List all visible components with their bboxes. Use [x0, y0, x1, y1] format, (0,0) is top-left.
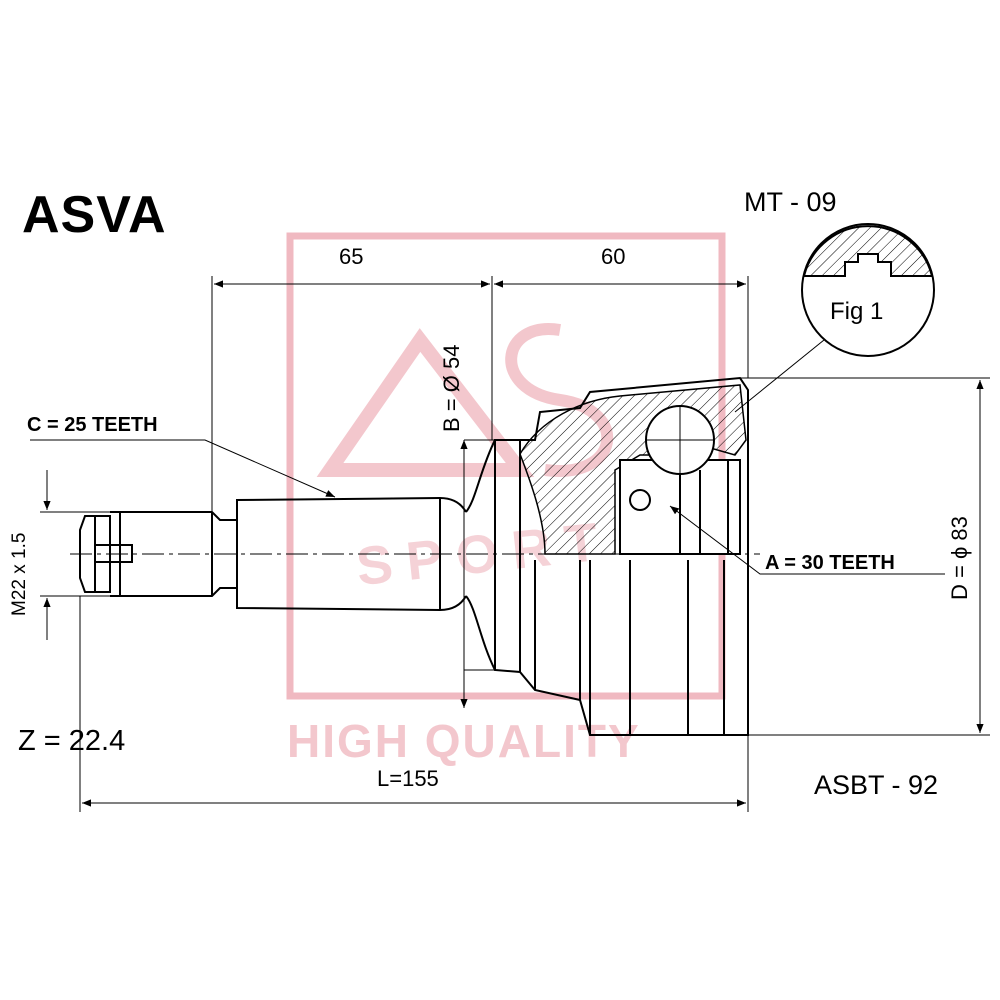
z-value: Z = 22.4	[18, 725, 126, 757]
total-length-dimension	[79, 596, 749, 812]
dimension-65-label: 65	[339, 244, 364, 269]
leader-lines	[30, 339, 945, 575]
threaded-end	[79, 511, 190, 597]
fig1-detail	[801, 223, 935, 357]
cross-reference-number: ASBT - 92	[814, 770, 939, 800]
shaft	[190, 439, 496, 671]
brand-logo-text: ASVA	[22, 186, 167, 244]
thread-dimension	[40, 470, 110, 640]
inner-spline-teeth-label: A = 30 TEETH	[765, 552, 895, 574]
diameter-d-label: D = ϕ 83	[947, 516, 972, 600]
diameter-b-label: B = Ø 54	[439, 344, 464, 432]
inner-race-hole	[629, 489, 651, 511]
watermark-logo-letter-a	[316, 328, 535, 477]
diameter-d-dimension	[740, 377, 990, 736]
diameter-b-dimension	[460, 439, 495, 708]
total-length-label: L=155	[377, 766, 439, 791]
watermark-quality-text: HIGH QUALITY	[287, 715, 641, 767]
top-dimension-lines	[211, 276, 749, 512]
fig1-label: Fig 1	[830, 298, 884, 325]
outer-spline-teeth-label: C = 25 TEETH	[27, 414, 158, 436]
thread-label: M22 x 1.5	[9, 532, 30, 616]
dimension-60-label: 60	[601, 244, 626, 269]
joint-housing	[494, 376, 749, 736]
part-number: MT - 09	[744, 187, 837, 217]
